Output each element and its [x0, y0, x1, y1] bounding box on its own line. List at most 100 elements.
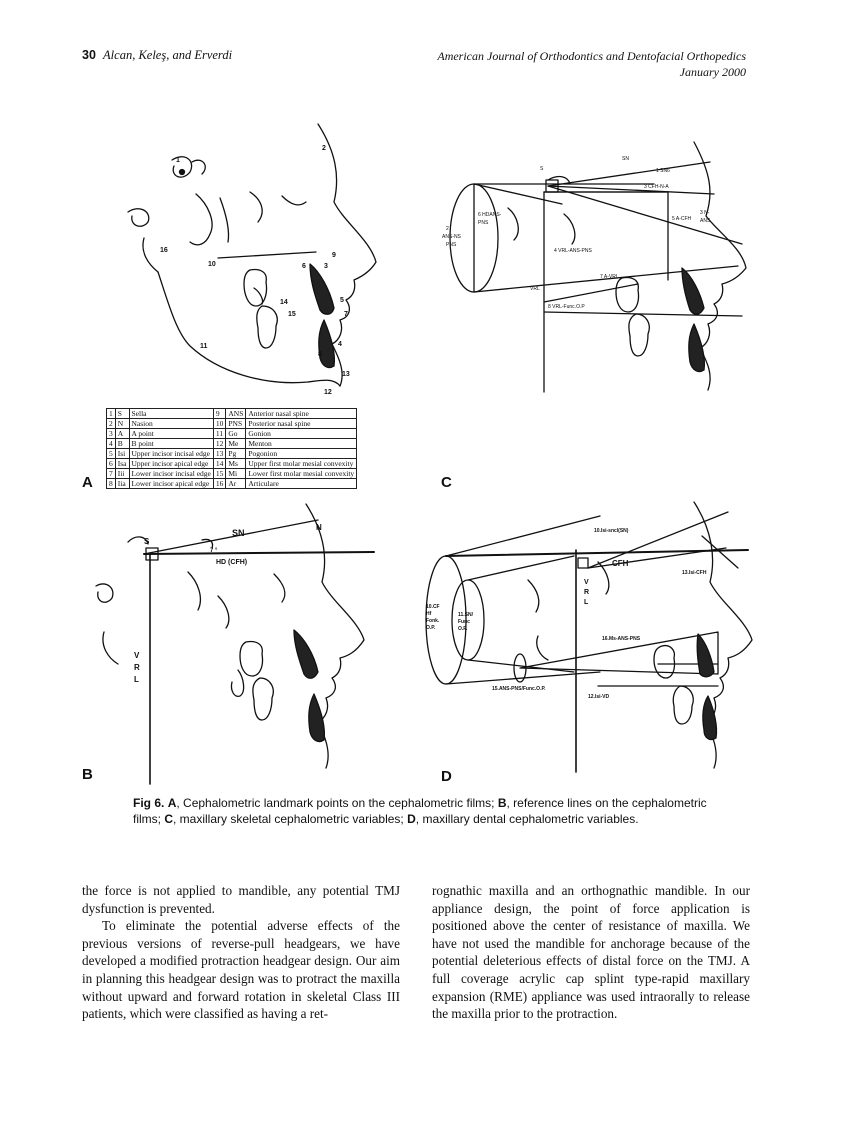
label-c-sn6: 1 SN6	[656, 168, 670, 174]
landmark-number: 4	[106, 438, 116, 449]
label-a-10: 10	[208, 261, 216, 268]
label-a-8: 8	[318, 351, 322, 358]
label-c-hd-2: PNS	[478, 220, 489, 226]
caption-letter-d: D	[407, 812, 416, 826]
label-b-s: S	[144, 537, 150, 546]
figure-caption: Fig 6. A, Cephalometric landmark points …	[133, 795, 713, 827]
label-c-a-vrl: 7 A-VRL	[600, 274, 619, 280]
label-a-7: 7	[344, 311, 348, 318]
panel-b-tracing	[95, 503, 375, 785]
caption-text-c: , maxillary skeletal cephalometric varia…	[173, 812, 408, 826]
label-a-9: 9	[332, 252, 336, 259]
landmark-number: 14	[212, 458, 227, 469]
landmark-name: Lower first molar mesial convexity	[245, 468, 358, 479]
landmark-name: Anterior nasal spine	[245, 408, 358, 419]
landmark-number: 10	[212, 418, 227, 429]
caption-letter-a: A	[167, 796, 177, 810]
label-a-1: 1	[176, 157, 180, 164]
label-d-cf-3: Fonk.	[426, 618, 440, 624]
label-d-snf-3: O.P.	[458, 626, 468, 632]
landmark-number: 12	[212, 438, 227, 449]
landmark-abbr: Iia	[114, 478, 130, 489]
caption-letter-b: B	[497, 796, 507, 810]
landmark-name: Lower incisor apical edge	[128, 478, 214, 489]
label-a-2: 2	[322, 145, 326, 152]
panel-d-tracing	[425, 501, 753, 773]
landmark-number: 15	[212, 468, 227, 479]
label-d-ans-pns-func: 15.ANS-PNS/Func.O.P.	[492, 686, 546, 692]
label-b-hd: HD (CFH)	[216, 559, 247, 566]
body-paragraph: To eliminate the potential adverse effec…	[82, 918, 400, 1022]
label-b-sn: SN	[232, 528, 245, 538]
label-c-vrl: VRL	[530, 286, 540, 292]
label-d-cf-4: O.P.	[426, 625, 436, 631]
landmark-name: Gonion	[245, 428, 358, 439]
label-d-isi-cfh: 13.Isi-CFH	[682, 570, 707, 576]
page-number: 30	[82, 48, 96, 62]
header-right: American Journal of Orthodontics and Den…	[437, 48, 746, 80]
landmark-abbr: B	[114, 438, 130, 449]
landmark-abbr: A	[114, 428, 130, 439]
label-c-vrl-ans-pns: 4 VRL-ANS-PNS	[554, 248, 592, 254]
label-c-n-ans-2: ANS	[700, 218, 711, 224]
landmark-abbr: Mi	[225, 468, 247, 479]
label-d-ms-ans-pns: 16.Ms-ANS-PNS	[602, 636, 641, 642]
caption-letter-c: C	[164, 812, 174, 826]
label-d-cf-2: Hf	[426, 611, 432, 617]
landmark-name: Upper incisor incisal edge	[128, 448, 214, 459]
landmark-abbr: Go	[225, 428, 247, 439]
landmark-number: 3	[106, 428, 116, 439]
landmark-name: Menton	[245, 438, 358, 449]
panel-a-number-labels: 1 2 3 4 5 6 7 8 9 10 11 12 13 14 15 16	[160, 145, 350, 396]
panel-c-labels: SN S 1 SN6 3 CFH-N-A 5 A-CFH 3 N- ANS 6 …	[442, 156, 711, 310]
header-left: 30 Alcan, Keleş, and Erverdi	[82, 48, 232, 63]
label-d-isi-snl: 10.Isi-sncl(SN)	[594, 528, 629, 534]
label-a-6: 6	[302, 263, 306, 270]
label-a-16: 16	[160, 247, 168, 254]
landmark-abbr: Isi	[114, 448, 130, 459]
body-paragraph: rognathic maxilla and an orthognathic ma…	[432, 883, 750, 1022]
panel-label-a: A	[82, 474, 93, 491]
label-b-vrl-v: V	[134, 651, 140, 660]
landmark-name: Articulare	[245, 478, 358, 489]
landmark-number: 2	[106, 418, 116, 429]
label-a-5: 5	[340, 297, 344, 304]
label-c-hd-1: 6 HDANS-	[478, 212, 502, 218]
label-b-vrl-r: R	[134, 663, 140, 672]
body-column-right: rognathic maxilla and an orthognathic ma…	[432, 882, 750, 1023]
caption-text-b: , reference lines on the cephalometric f…	[133, 796, 707, 826]
landmark-number: 9	[212, 408, 227, 419]
label-a-12: 12	[324, 389, 332, 396]
label-c-a-cfh: 5 A-CFH	[672, 216, 692, 222]
label-d-vrl-l: L	[584, 599, 589, 606]
landmark-abbr: N	[114, 418, 130, 429]
label-a-14: 14	[280, 299, 288, 306]
label-d-isi-vd: 12.Isi-VD	[588, 694, 610, 700]
landmark-abbr: Ar	[225, 478, 247, 489]
landmark-number: 5	[106, 448, 116, 459]
caption-label: Fig 6.	[133, 796, 165, 810]
panel-label-b: B	[82, 766, 93, 783]
landmark-number: 13	[212, 448, 227, 459]
figure-artwork: 1 2 3 4 5 6 7 8 9 10 11 12 13 14 15 16	[95, 123, 753, 785]
landmark-number: 1	[106, 408, 116, 419]
label-c-ang-1: 2	[446, 226, 449, 232]
issue-date: January 2000	[679, 65, 746, 79]
landmark-name: A point	[128, 428, 214, 439]
landmark-name: Upper incisor apical edge	[128, 458, 214, 469]
label-d-cf-1: 10.CF	[426, 604, 440, 610]
label-c-ang-3: PNS	[446, 242, 457, 248]
body-column-left: the force is not applied to mandible, an…	[82, 882, 400, 1023]
panel-b-labels: S N SN 7 ° HD (CFH) V R L	[134, 523, 322, 684]
landmark-number: 7	[106, 468, 116, 479]
landmark-abbr: PNS	[225, 418, 247, 429]
panel-a-tracing	[127, 123, 377, 387]
landmark-abbr: Pg	[225, 448, 247, 459]
label-d-snf-1: 11.SN/	[458, 612, 474, 618]
